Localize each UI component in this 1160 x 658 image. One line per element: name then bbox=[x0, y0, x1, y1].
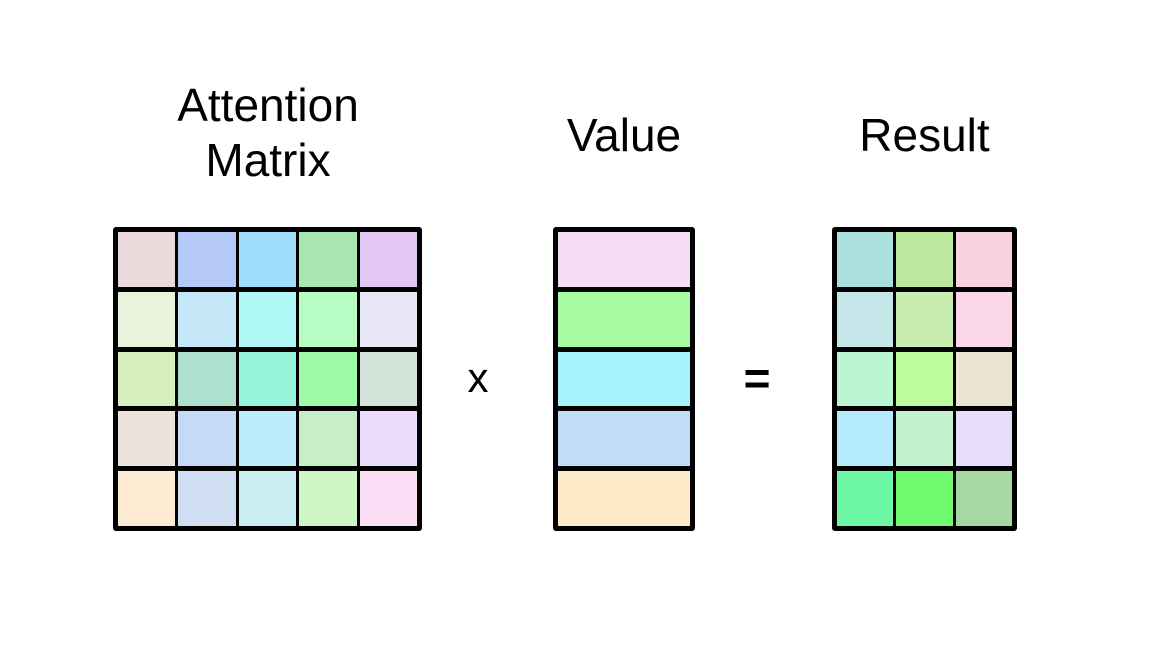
value-title: Value bbox=[566, 109, 682, 161]
result-title: Result bbox=[859, 109, 990, 161]
attention-matrix-cell bbox=[238, 291, 297, 347]
attention-matrix-cell bbox=[299, 351, 357, 407]
attention-matrix-cell bbox=[299, 471, 357, 526]
result-matrix-cell bbox=[837, 351, 894, 407]
result-matrix-cell bbox=[896, 291, 953, 347]
attention-matrix-cell bbox=[299, 232, 357, 287]
result-matrix-cell bbox=[955, 351, 1012, 407]
attention-matrix-cell bbox=[359, 351, 417, 407]
result-matrix-cell bbox=[837, 291, 894, 347]
attention-matrix-cell bbox=[359, 232, 417, 287]
attention-matrix-cell bbox=[178, 291, 236, 347]
attention-matrix-title: Attention Matrix bbox=[177, 79, 359, 186]
result-matrix-cell bbox=[837, 232, 894, 287]
attention-matrix-cell bbox=[299, 291, 357, 347]
attention-matrix-cell bbox=[299, 411, 357, 467]
equals-operator: = bbox=[743, 352, 771, 404]
result-matrix-cell bbox=[896, 471, 953, 526]
value-vector-cell bbox=[558, 471, 690, 526]
result-matrix-cell bbox=[837, 411, 894, 467]
attention-matrix-cell bbox=[118, 351, 176, 407]
result-matrix-cell bbox=[896, 232, 953, 287]
attention-matrix-cell bbox=[118, 291, 176, 347]
result-matrix-grid bbox=[832, 227, 1017, 531]
multiply-operator: x bbox=[467, 354, 489, 401]
attention-matrix-grid bbox=[113, 227, 422, 531]
value-vector-grid bbox=[553, 227, 695, 531]
attention-matrix-cell bbox=[238, 351, 297, 407]
result-matrix-cell bbox=[955, 291, 1012, 347]
attention-matrix-cell bbox=[359, 411, 417, 467]
result-matrix-cell bbox=[896, 411, 953, 467]
attention-matrix-cell bbox=[178, 471, 236, 526]
attention-matrix-cell bbox=[118, 471, 176, 526]
result-matrix-cell bbox=[955, 411, 1012, 467]
value-vector-cell bbox=[558, 232, 690, 287]
attention-matrix-cell bbox=[178, 411, 236, 467]
attention-matrix-cell bbox=[178, 232, 236, 287]
result-matrix-cell bbox=[955, 232, 1012, 287]
value-vector-cell bbox=[558, 351, 690, 407]
attention-matrix-cell bbox=[359, 471, 417, 526]
value-vector-cell bbox=[558, 291, 690, 347]
attention-matrix-cell bbox=[359, 291, 417, 347]
attention-matrix-cell bbox=[238, 232, 297, 287]
result-matrix-cell bbox=[955, 471, 1012, 526]
result-matrix-cell bbox=[896, 351, 953, 407]
value-vector-cell bbox=[558, 411, 690, 467]
attention-matrix-cell bbox=[118, 411, 176, 467]
attention-matrix-cell bbox=[238, 411, 297, 467]
attention-matrix-cell bbox=[238, 471, 297, 526]
result-matrix-cell bbox=[837, 471, 894, 526]
attention-matrix-cell bbox=[178, 351, 236, 407]
attention-matrix-cell bbox=[118, 232, 176, 287]
